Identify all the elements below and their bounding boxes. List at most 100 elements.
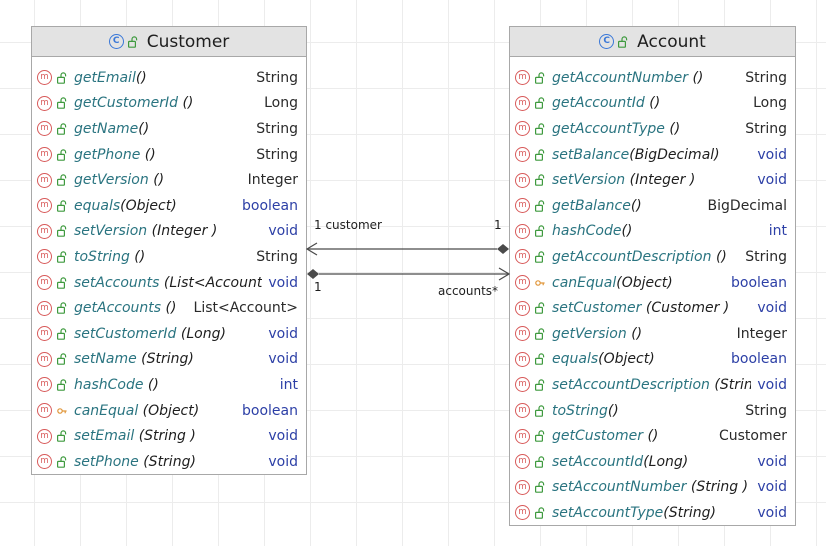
public-icon [57,72,67,84]
method-name: setVersion [552,172,626,189]
public-icon [535,174,545,186]
method-icon: m [515,121,530,137]
method-signature: getPhone () [74,147,156,163]
method-icon: m [515,300,530,316]
method-name: setAccountType [552,504,664,521]
method-name: getAccountNumber [552,69,689,86]
method-icon: m [515,326,530,342]
method-icon: m [37,121,52,137]
public-icon [127,35,138,48]
protected-icon [535,277,545,289]
association-customer[interactable] [305,242,509,256]
method-icon: m [37,198,52,214]
public-icon [57,97,67,110]
method-params: () [129,248,146,265]
method-name: setName [74,351,137,368]
return-type: void [268,453,298,470]
method-icon: m [515,403,530,419]
return-type: String [256,120,298,137]
return-type: void [757,172,787,189]
public-icon [535,430,545,442]
method-name: getEmail [74,69,136,86]
method-name: setAccountDescription [552,376,710,393]
public-icon [535,404,545,417]
method-signature: setVersion (Integer ) [552,172,695,188]
method-signature: canEqual(Object) [552,275,673,291]
method-name: hashCode [74,376,144,393]
method-name: getName [74,120,139,137]
method-params: (Object) [120,197,177,214]
return-type: String [256,248,298,265]
method-icon: m [37,326,52,342]
method-params: (Integer ) [147,223,218,240]
return-type: boolean [242,197,298,214]
method-name: setBalance [552,146,630,163]
association-role-label: 1 customer [314,218,382,232]
class-icon: C [599,34,615,49]
association-accounts[interactable] [307,267,511,281]
method-icon: m [515,428,530,444]
method-signature: setCustomerId (Long) [74,326,226,342]
method-name: setCustomerId [74,325,177,342]
method-params: () [143,376,159,393]
method-signature: getAccounts () [74,300,176,316]
method-icon: m [37,172,52,188]
public-icon [535,353,545,366]
public-icon [535,507,545,519]
class-header[interactable]: C Customer [32,27,306,57]
return-type: Integer [736,325,787,342]
method-icon: m [515,249,530,265]
public-icon [535,456,545,468]
method-params: () [626,325,643,342]
method-icon: m [37,300,52,316]
return-type: String [256,69,298,86]
method-params: () [688,69,704,86]
method-name: getAccountId [552,95,645,112]
method-name: getPhone [74,146,141,163]
return-type: String [256,146,298,163]
method-name: setAccounts [74,274,160,291]
class-header[interactable]: C Account [510,27,795,57]
return-type: String [745,120,787,137]
method-icon: m [515,147,530,163]
protected-icon [57,405,67,417]
method-signature: getAccountNumber () [552,70,703,86]
method-params: () [607,402,619,419]
